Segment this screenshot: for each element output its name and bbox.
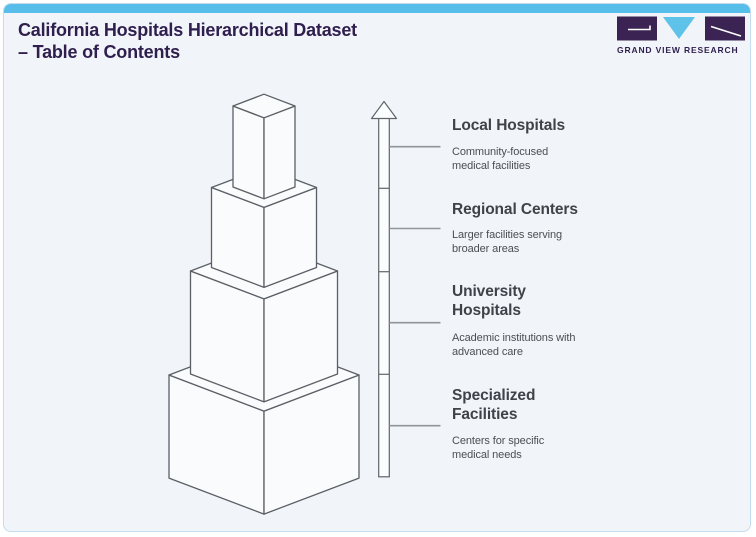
hierarchy-diagram bbox=[168, 93, 441, 515]
tower-level-1 bbox=[232, 93, 296, 200]
toc-entry-desc-regional-centers: Larger facilities serving broader areas bbox=[452, 229, 562, 255]
tower-level-2 bbox=[210, 166, 318, 289]
toc-entry-title-specialized-facilities: Specialized Facilities bbox=[452, 387, 536, 423]
page-title: California Hospitals Hierarchical Datase… bbox=[18, 20, 357, 62]
gvr-logo-icon bbox=[617, 16, 745, 41]
brand: GRAND VIEW RESEARCH bbox=[617, 16, 745, 55]
tower-level-3 bbox=[189, 242, 339, 403]
toc-entry-title-local-hospitals: Local Hospitals bbox=[452, 117, 566, 134]
up-arrow-icon bbox=[370, 100, 398, 478]
toc-entry-title-regional-centers: Regional Centers bbox=[452, 201, 578, 218]
toc-entry-desc-specialized-facilities: Centers for specific medical needs bbox=[452, 435, 545, 461]
top-accent-bar bbox=[4, 4, 750, 13]
toc-entry-title-university-hospitals: University Hospitals bbox=[452, 283, 526, 319]
brand-name: GRAND VIEW RESEARCH bbox=[617, 45, 739, 55]
infographic-card: California Hospitals Hierarchical Datase… bbox=[3, 3, 751, 532]
toc-entry-desc-local-hospitals: Community-focused medical facilities bbox=[452, 146, 549, 172]
toc-entry-desc-university-hospitals: Academic institutions with advanced care bbox=[452, 332, 576, 358]
